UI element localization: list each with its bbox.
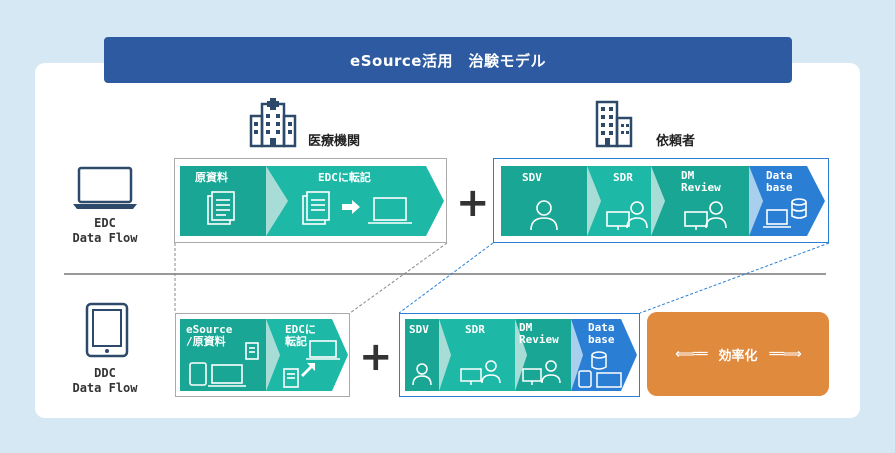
edc-segment-sdr: SDR xyxy=(613,171,633,184)
efficiency-label: 効率化 xyxy=(718,348,758,364)
plus-sign-top: + xyxy=(456,180,490,226)
ddc-hospital-arrow xyxy=(180,319,348,391)
tablet-icon xyxy=(85,302,129,358)
plus-sign-bottom: + xyxy=(359,334,393,380)
double-arrow-right-icon: ══⟹ xyxy=(769,346,802,362)
edc-segment-source: 原資料 xyxy=(195,171,228,184)
edc-segment-sdv: SDV xyxy=(522,171,542,184)
edc-segment-database: Data base xyxy=(766,169,793,194)
org-label-sponsor: 依頼者 xyxy=(656,134,696,149)
ddc-segment-transcribe: EDCに 転記 xyxy=(285,323,316,348)
laptop-icon xyxy=(73,166,137,209)
ddc-segment-sdv: SDV xyxy=(409,323,429,336)
sponsor-building-icon xyxy=(595,100,633,148)
edc-sponsor-arrow xyxy=(501,166,825,236)
edc-hospital-arrow xyxy=(180,166,444,236)
ddc-segment-dm-review: DM Review xyxy=(519,321,559,346)
efficiency-badge: ⟸══ 効率化 ══⟹ xyxy=(647,312,829,396)
ddc-segment-esource: eSource /原資料 xyxy=(186,323,233,348)
edc-segment-transcribe: EDCに転記 xyxy=(318,171,371,184)
edc-segment-dm-review: DM Review xyxy=(681,169,721,194)
ddc-sponsor-arrow xyxy=(405,319,637,391)
ddc-segment-sdr: SDR xyxy=(465,323,485,336)
page-title: eSource活用 治験モデル xyxy=(104,37,792,83)
org-label-hospital: 医療機関 xyxy=(308,134,361,149)
double-arrow-left-icon: ⟸══ xyxy=(675,346,707,362)
ddc-segment-database: Data base xyxy=(588,321,615,346)
divider xyxy=(64,273,826,275)
hospital-building-icon xyxy=(249,98,297,148)
